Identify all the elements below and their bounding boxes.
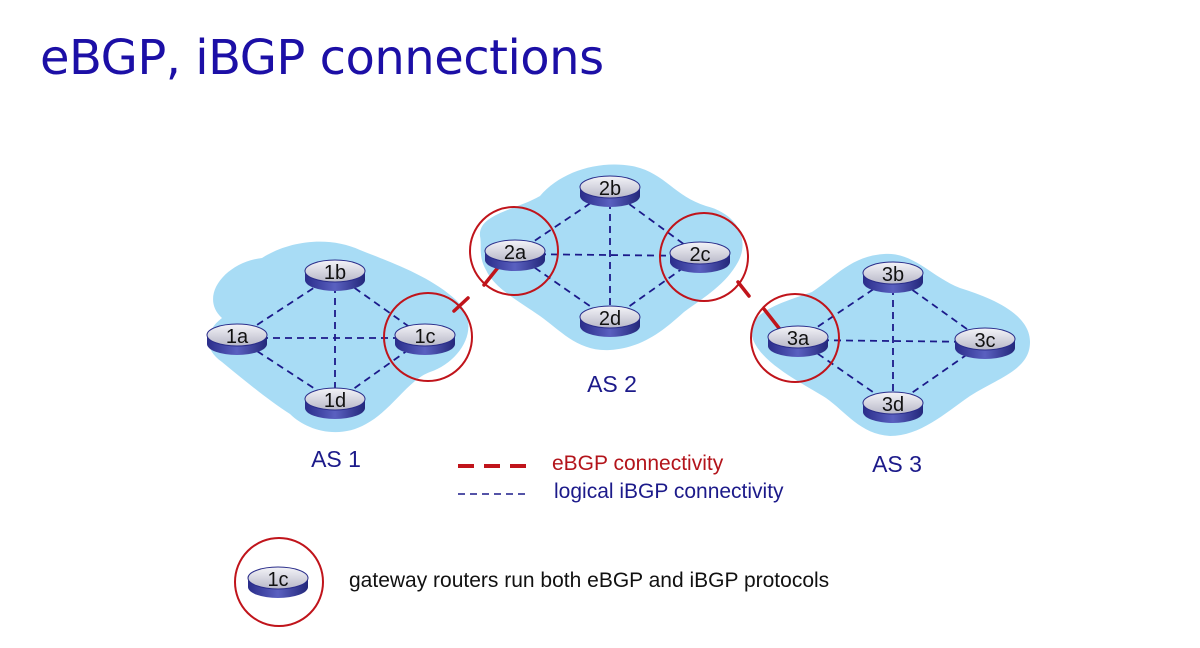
legend-ebgp-label: eBGP connectivity: [552, 452, 724, 475]
gateway-circle-2a: [469, 206, 559, 296]
router-1b[interactable]: 1b: [304, 259, 366, 291]
router-1a[interactable]: 1a: [206, 323, 268, 355]
router-2a[interactable]: 2a: [484, 239, 546, 271]
note-router-1c: 1c: [247, 566, 309, 598]
router-label-3b: 3b: [882, 264, 904, 286]
as3-label: AS 3: [872, 451, 922, 477]
router-3b[interactable]: 3b: [862, 261, 924, 293]
router-label-1d: 1d: [324, 390, 346, 412]
router-label-2d: 2d: [599, 308, 621, 330]
router-label-3c: 3c: [974, 330, 995, 352]
as2-label: AS 2: [587, 371, 637, 397]
legend-ibgp-label: logical iBGP connectivity: [554, 480, 784, 503]
router-label-2a: 2a: [504, 242, 527, 264]
router-1c[interactable]: 1c: [394, 323, 456, 355]
gateway-circles: [383, 206, 840, 383]
router-3d[interactable]: 3d: [862, 391, 924, 423]
router-label-3d: 3d: [882, 394, 904, 416]
gateway-circle-2c: [659, 212, 749, 302]
note-text: gateway routers run both eBGP and iBGP p…: [349, 569, 829, 592]
note-router-label: 1c: [267, 569, 288, 591]
as3-cloud: [751, 253, 1030, 436]
router-3a[interactable]: 3a: [767, 325, 829, 357]
router-2d[interactable]: 2d: [579, 305, 641, 337]
router-label-2c: 2c: [689, 244, 710, 266]
router-label-1c: 1c: [414, 326, 435, 348]
router-3c[interactable]: 3c: [954, 327, 1016, 359]
router-label-1a: 1a: [226, 326, 249, 348]
page-title: eBGP, iBGP connections: [40, 30, 604, 86]
router-2b[interactable]: 2b: [579, 175, 641, 207]
router-2c[interactable]: 2c: [669, 241, 731, 273]
router-label-3a: 3a: [787, 328, 810, 350]
as1-label: AS 1: [311, 446, 361, 472]
legend: eBGP connectivity logical iBGP connectiv…: [458, 452, 784, 503]
as2-cloud: [479, 164, 743, 351]
router-label-1b: 1b: [324, 262, 346, 284]
gateway-circle-3a: [750, 293, 840, 383]
router-label-2b: 2b: [599, 178, 621, 200]
as1-cloud: [208, 241, 469, 433]
note-gateway-circle: [234, 537, 324, 627]
gateway-circle-1c: [383, 292, 473, 382]
gateway-note: 1c gateway routers run both eBGP and iBG…: [234, 537, 829, 627]
router-1d[interactable]: 1d: [304, 387, 366, 419]
